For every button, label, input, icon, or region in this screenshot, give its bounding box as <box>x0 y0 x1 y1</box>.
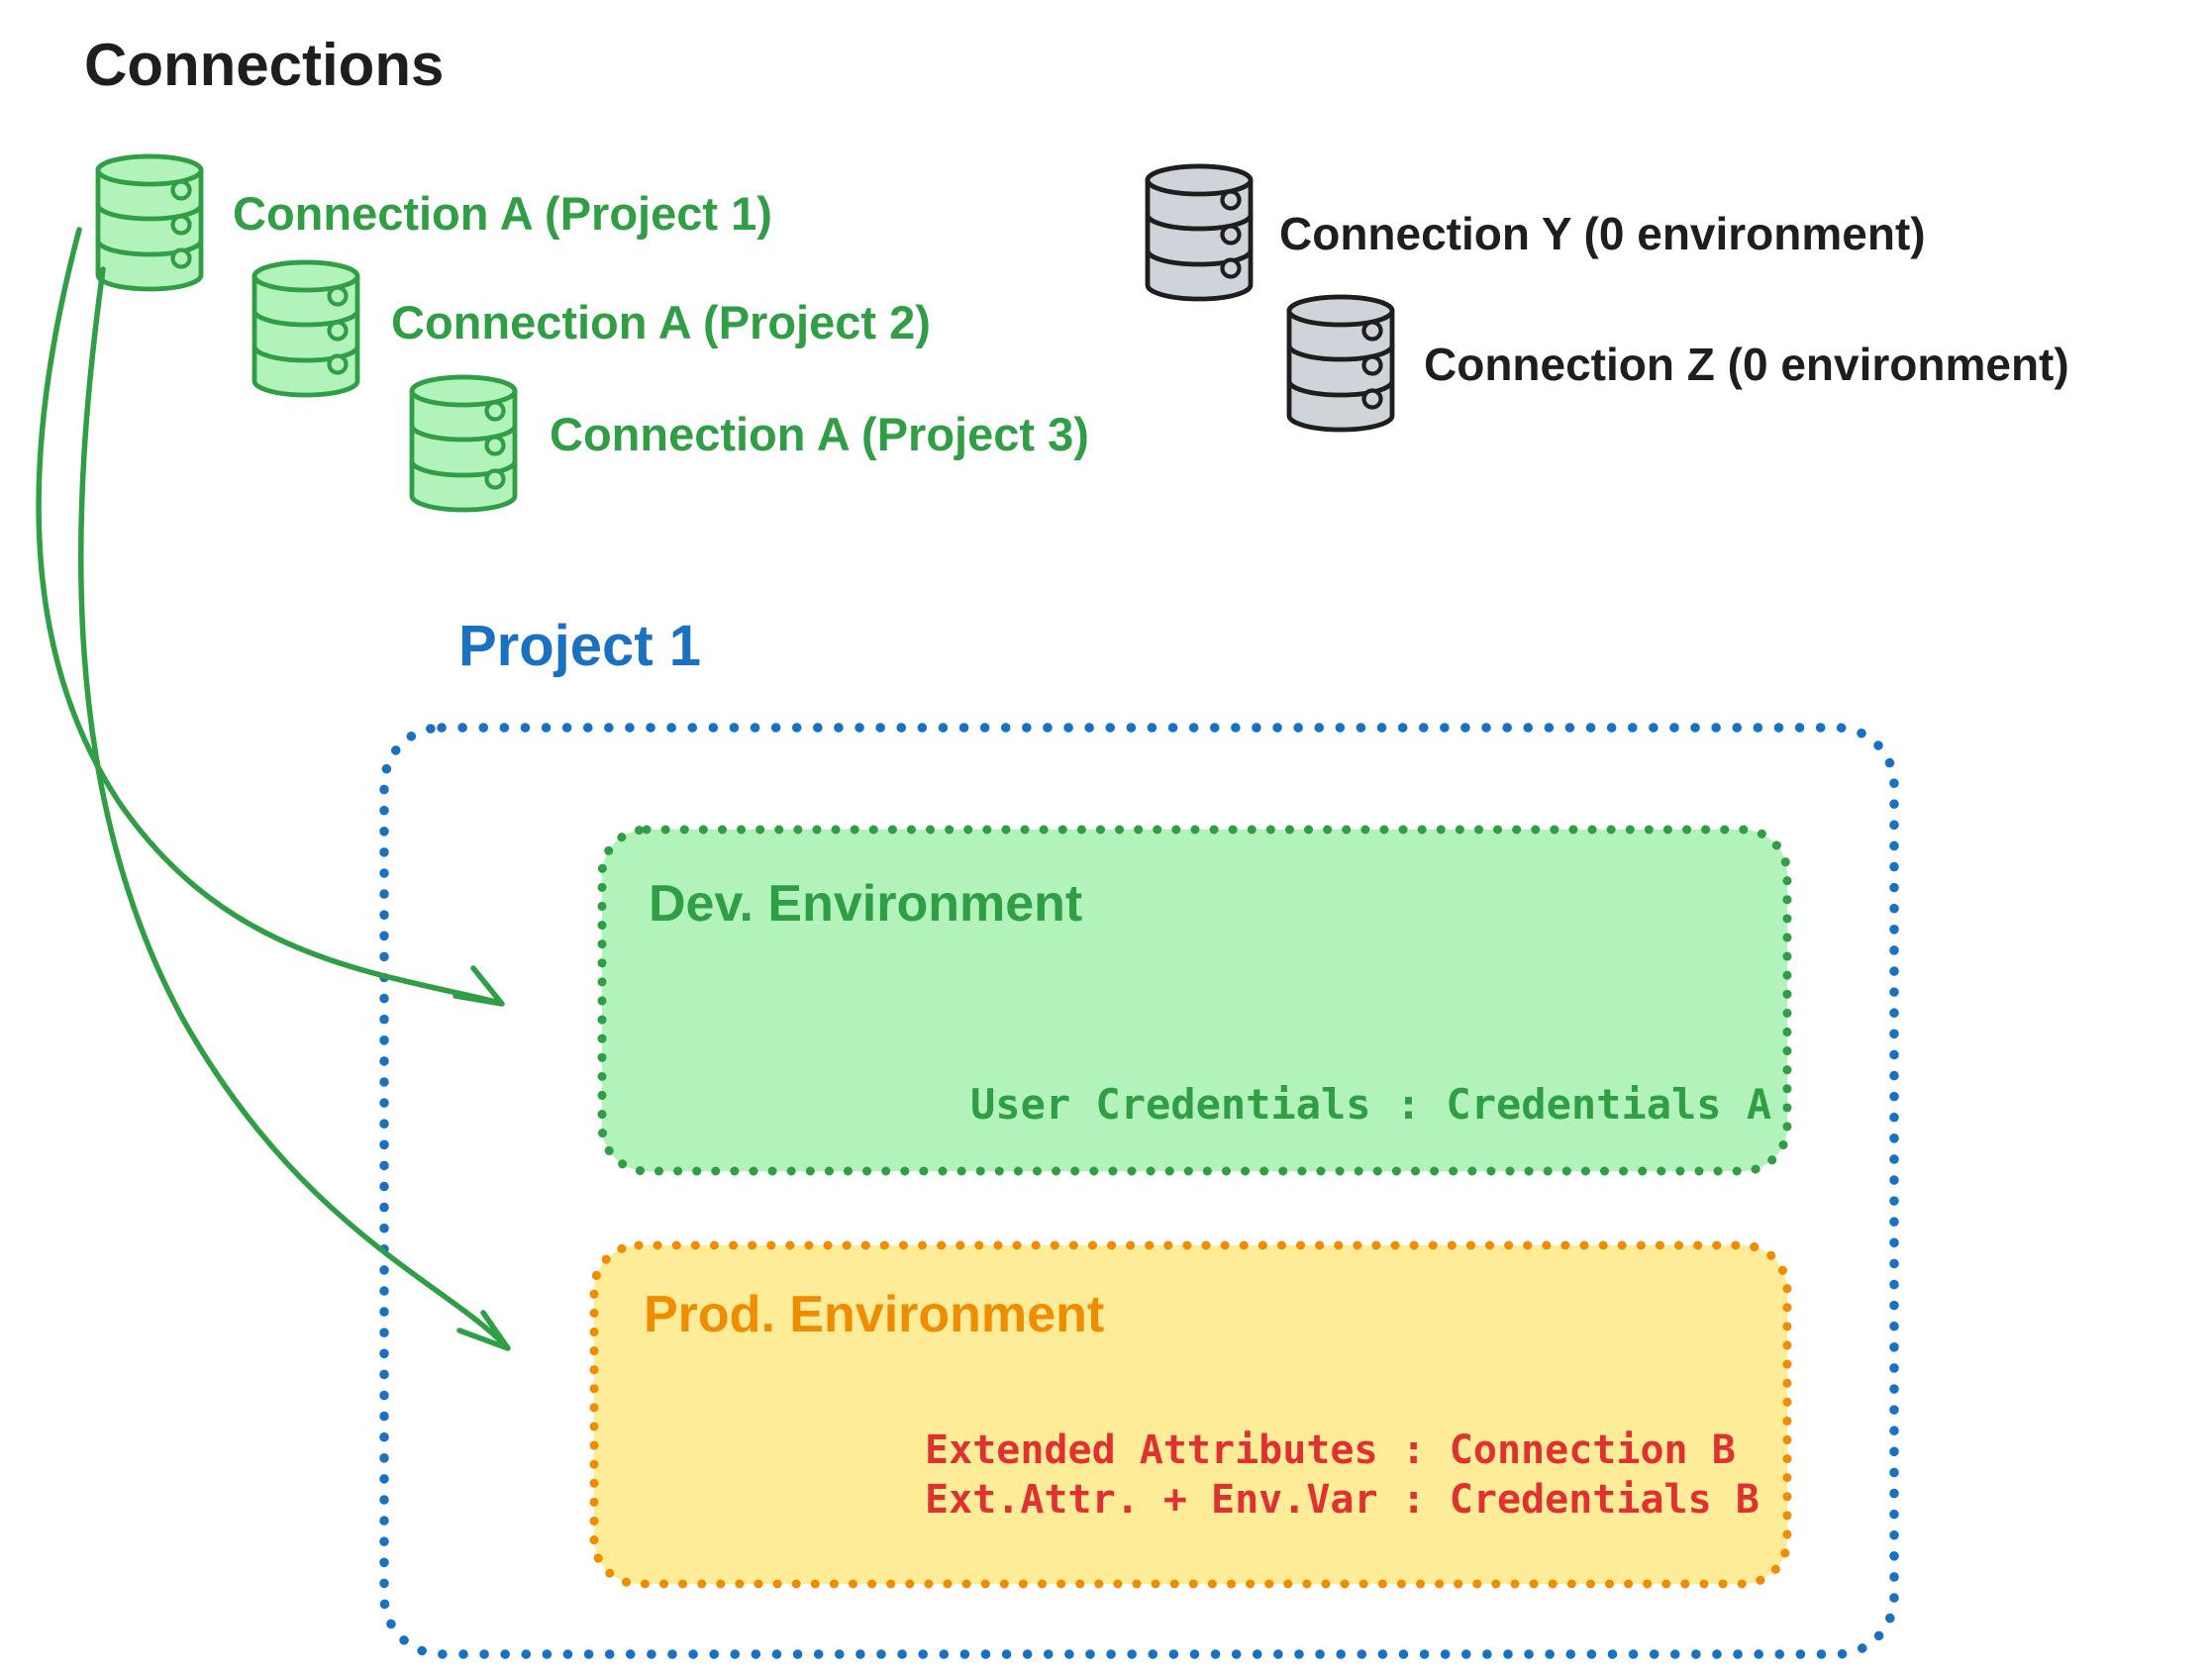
dev-environment-rect <box>597 825 1792 1176</box>
project-1-container <box>379 723 1899 1659</box>
connection-a-project-2-label: Connection A (Project 2) <box>391 296 931 348</box>
database-icon-connection-a-project-1 <box>98 156 201 289</box>
dev-environment-title: Dev. Environment <box>649 875 1082 933</box>
diagram-title: Connections <box>84 32 444 98</box>
prod-mapping-line-1: Extended Attributes : Connection B <box>925 1428 1736 1473</box>
arrowhead-prod-icon <box>456 1310 511 1351</box>
arrow-shaft-dev <box>36 227 503 1006</box>
prod-environment-title: Prod. Environment <box>644 1286 1104 1343</box>
prod-mapping-line-2: Ext.Attr. + Env.Var : Credentials B <box>925 1477 1760 1523</box>
connection-z-label: Connection Z (0 environment) <box>1424 339 2069 390</box>
gray-connections-group: Connection Y (0 environment) Connection … <box>1148 166 2069 430</box>
database-icon-connection-z <box>1289 297 1392 430</box>
prod-environment-box: Prod. Environment Extended Attributes : … <box>589 1240 1792 1589</box>
arrowhead-dev-icon <box>452 965 505 1007</box>
arrow-connection-a-to-dev-environment <box>36 227 505 1007</box>
dev-credential-mapping: User Credentials : Credentials A <box>970 1080 1771 1129</box>
database-icon-connection-a-project-3 <box>412 377 515 510</box>
database-icon-connection-a-project-2 <box>254 262 357 395</box>
dev-environment-box: Dev. Environment User Credentials : Cred… <box>597 825 1792 1176</box>
connection-y-label: Connection Y (0 environment) <box>1279 208 1926 259</box>
arrow-connection-a-to-prod-environment <box>77 266 511 1351</box>
project-1-title: Project 1 <box>458 614 701 678</box>
connection-a-project-3-label: Connection A (Project 3) <box>550 408 1089 460</box>
database-icon-connection-y <box>1148 166 1251 299</box>
green-connections-group: Connection A (Project 1) Connection A (P… <box>98 156 1089 510</box>
prod-environment-rect <box>589 1240 1792 1589</box>
connection-a-project-1-label: Connection A (Project 1) <box>233 187 772 240</box>
arrow-shaft-prod <box>77 266 509 1349</box>
